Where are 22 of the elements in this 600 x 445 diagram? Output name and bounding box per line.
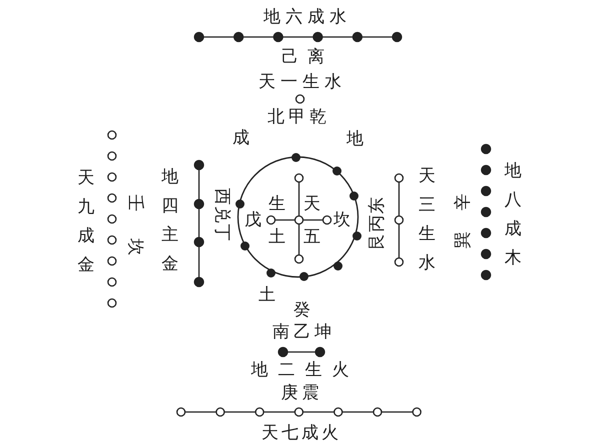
stem-trigram-text: 己离 xyxy=(280,47,334,67)
number-element-text: 地四主金 xyxy=(162,166,178,276)
character-label: 地 xyxy=(346,129,364,149)
direction-text: 西兑丁 xyxy=(212,188,232,242)
direction-text: 南乙坤 xyxy=(272,322,336,342)
number-element-text: 天一生水 xyxy=(258,72,346,92)
number-element-text: 地二生火 xyxy=(250,360,359,380)
character-label: 土 xyxy=(258,285,276,305)
direction-text: 北甲乾 xyxy=(266,107,330,127)
direction-text: 艮丙东 xyxy=(367,196,387,250)
stem-trigram-text: 庚震 xyxy=(280,383,323,403)
character-label: 坎 xyxy=(125,238,145,256)
character-label: 成 xyxy=(232,128,250,148)
number-element-text: 地六成水 xyxy=(262,7,352,27)
character-label: 巽 xyxy=(453,232,473,248)
character-label: 壬 xyxy=(125,194,145,212)
number-element-text: 地八成木 xyxy=(504,160,522,270)
number-element-text: 天七成火 xyxy=(260,423,342,443)
character-label: 癸 xyxy=(294,300,310,320)
number-element-text: 天三生水 xyxy=(418,165,436,275)
character-label: 辛 xyxy=(453,194,473,210)
number-element-text: 天九成金 xyxy=(78,167,94,277)
